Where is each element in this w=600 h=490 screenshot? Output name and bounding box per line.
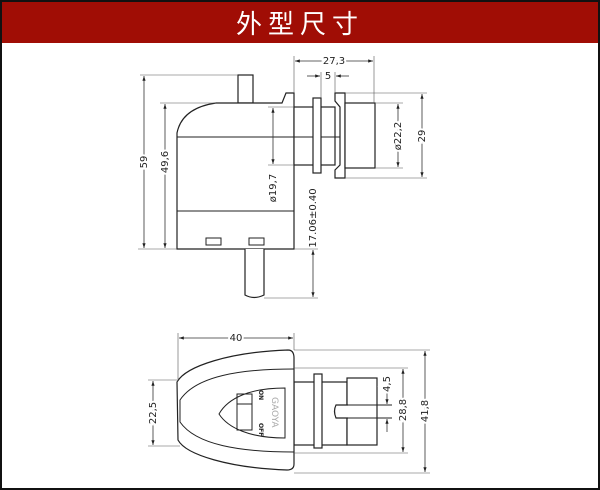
dim-59: 59 <box>139 156 150 169</box>
dim-22-5: 22,5 <box>148 402 159 424</box>
dim-5: 5 <box>325 71 331 82</box>
dim-27-3: 27,3 <box>323 56 345 67</box>
dim-40: 40 <box>230 333 243 344</box>
slot <box>205 237 222 246</box>
dim-4-5: 4,5 <box>382 376 393 392</box>
slot <box>248 237 265 246</box>
rocker <box>236 393 253 431</box>
dim-49-6: 49,6 <box>160 151 171 173</box>
dim-19-7: ø19,7 <box>268 174 279 202</box>
dim-41-8: 41,8 <box>420 400 431 422</box>
cap <box>346 377 378 446</box>
front-view: GAOYA ON OFF 40 22,5 4,5 28,8 41,8 <box>146 331 433 474</box>
dim-29: 29 <box>417 130 428 143</box>
top-stub <box>237 74 254 104</box>
nut <box>334 92 346 179</box>
dim-28-8: 28,8 <box>398 399 409 421</box>
pin <box>333 404 348 419</box>
switch-window <box>218 387 286 439</box>
flange <box>313 373 323 449</box>
dim-17-06: 17.06±0.40 <box>308 188 319 247</box>
page-title: 外型尺寸 <box>2 2 598 43</box>
terminal-pin <box>244 249 265 299</box>
dim-22-2: ø22,2 <box>393 122 404 150</box>
brand-label: GAOYA <box>269 397 279 428</box>
on-label: ON <box>257 390 264 400</box>
switch-body <box>176 92 295 250</box>
flange <box>312 97 322 174</box>
cap <box>344 102 376 169</box>
off-label: OFF <box>257 423 264 436</box>
side-view: 59 49,6 ø19,7 17.06±0.40 27,3 5 ø22,2 29 <box>137 54 430 299</box>
